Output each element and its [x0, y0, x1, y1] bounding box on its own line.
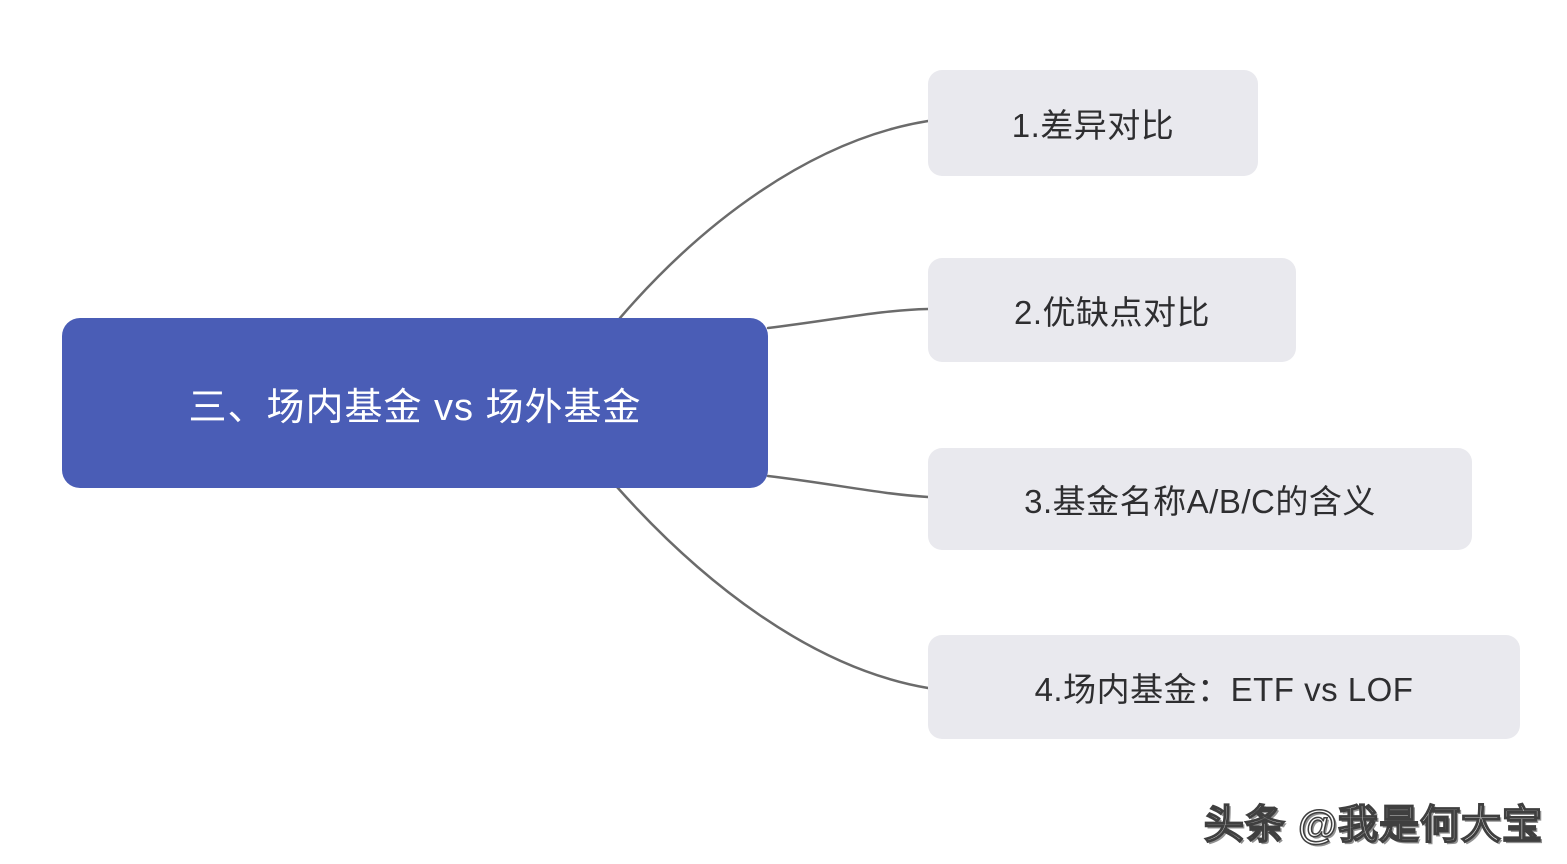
connector-branch-2 [766, 307, 930, 330]
branch-node-3-label: 3.基金名称A/B/C的含义 [1024, 483, 1376, 520]
root-node[interactable]: 三、场内基金 vs 场外基金 [62, 318, 768, 488]
branch-node-1[interactable]: 1.差异对比 [928, 70, 1258, 176]
branch-node-4-label: 4.场内基金：ETF vs LOF [1034, 671, 1414, 708]
branch-node-2[interactable]: 2.优缺点对比 [928, 258, 1296, 362]
watermark: 头条 @我是何大宝 [1203, 802, 1543, 848]
branch-node-3[interactable]: 3.基金名称A/B/C的含义 [928, 448, 1472, 550]
connector-branch-4 [615, 485, 930, 690]
connector-branch-1 [618, 119, 930, 320]
branch-node-1-label: 1.差异对比 [1011, 107, 1175, 144]
branch-node-4[interactable]: 4.场内基金：ETF vs LOF [928, 635, 1520, 739]
root-node-label: 三、场内基金 vs 场外基金 [188, 386, 642, 429]
connector-branch-3 [766, 474, 930, 499]
branch-node-2-label: 2.优缺点对比 [1013, 294, 1211, 331]
